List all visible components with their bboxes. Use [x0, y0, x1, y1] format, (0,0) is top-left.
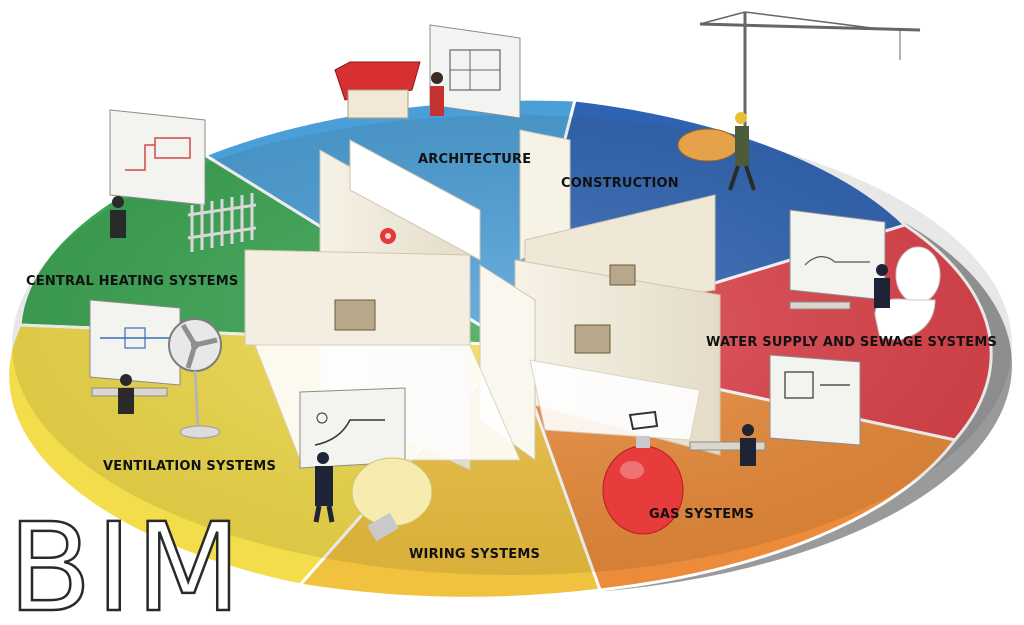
toilet-icon: [789, 209, 941, 341]
label-central-heating: CENTRAL HEATING SYSTEMS: [26, 274, 238, 289]
window-back: [609, 264, 636, 286]
label-wiring-systems: WIRING SYSTEMS: [409, 547, 540, 562]
label-ventilation-systems: VENTILATION SYSTEMS: [103, 459, 276, 474]
wall-left: [244, 249, 471, 346]
window-right: [574, 324, 611, 354]
wall-top-left: [349, 139, 481, 261]
fan-icon: [89, 299, 222, 439]
label-architecture: ARCHITECTURE: [418, 152, 531, 167]
tower-crane-icon: [677, 11, 921, 191]
label-construction: CONSTRUCTION: [561, 176, 679, 191]
bim-logo-text: BIM: [8, 497, 245, 625]
label-water-supply: WATER SUPPLY AND SEWAGE SYSTEMS: [706, 335, 997, 350]
floor-right: [529, 359, 701, 441]
label-gas-systems: GAS SYSTEMS: [649, 507, 754, 522]
gas-cylinder-icon: [602, 354, 861, 535]
blueprint-board-icon: [334, 24, 521, 119]
window-left: [334, 299, 376, 331]
radiator-icon: [109, 109, 257, 252]
light-bulb-icon: [299, 387, 433, 542]
